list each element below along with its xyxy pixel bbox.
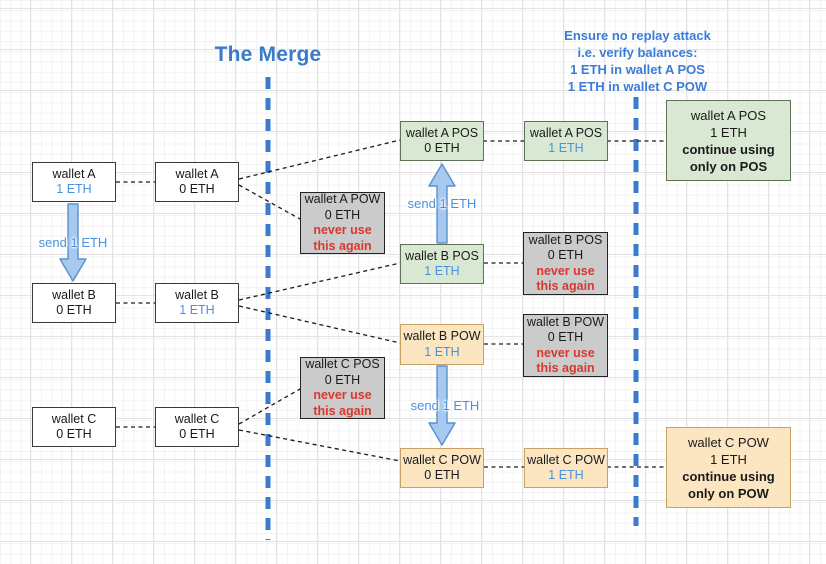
wallet-b-pos-after-send-box: wallet B POS 0 ETH never use this again [523, 232, 608, 295]
never-use-note: never use [313, 388, 372, 402]
wallet-name: wallet C POW [688, 434, 769, 450]
wallet-name: wallet C [51, 411, 97, 426]
wallet-name: wallet A POS [690, 107, 767, 123]
wallet-balance: 0 ETH [547, 248, 584, 262]
wallet-balance: 0 ETH [324, 207, 361, 222]
wallet-b-pow-box: wallet B POW 1 ETH [400, 324, 484, 365]
note-line: i.e. verify balances: [577, 45, 698, 60]
wallet-name: wallet A POW [304, 192, 381, 206]
wallet-name: wallet A POS [405, 125, 479, 140]
continue-note: continue using [682, 468, 775, 484]
wallet-name: wallet C [174, 411, 220, 426]
wallet-b-after-receive-box: wallet B 1 ETH [155, 283, 239, 323]
note-line: 1 ETH in wallet A POS [570, 62, 705, 77]
wallet-name: wallet C POW [527, 452, 605, 467]
wallet-a-pos-box: wallet A POS 0 ETH [400, 121, 484, 161]
wallet-a-pow-box: wallet A POW 0 ETH never use this again [300, 192, 385, 254]
wallet-name: wallet B POW [526, 314, 605, 329]
wallet-name: wallet A [175, 166, 219, 181]
wallet-a-after-send-box: wallet A 0 ETH [155, 162, 239, 202]
wallet-balance: 0 ETH [324, 372, 361, 387]
wallet-balance: 1 ETH [710, 124, 747, 140]
wallet-c-premerge-box: wallet C 0 ETH [155, 407, 239, 447]
never-use-note: never use [536, 345, 595, 360]
replay-attack-note: Ensure no replay attack i.e. verify bala… [545, 27, 730, 95]
wallet-name: wallet B POS [405, 248, 479, 263]
never-use-note: this again [313, 238, 372, 253]
send-label-bpos-to-apos: send 1 ETH [407, 196, 477, 211]
wallet-balance: 0 ETH [56, 303, 92, 317]
wallet-balance: 0 ETH [179, 182, 215, 196]
wallet-a-pos-after-receive-box: wallet A POS 1 ETH [524, 121, 608, 161]
wallet-balance: 1 ETH [710, 451, 747, 467]
wallet-name: wallet B POW [403, 329, 481, 343]
wallet-balance: 1 ETH [56, 182, 92, 196]
wallet-balance: 1 ETH [179, 303, 215, 317]
wallet-c-pow-final-box: wallet C POW 1 ETH continue using only o… [666, 427, 791, 508]
continue-note: continue using [682, 141, 775, 157]
wallet-name: wallet B [175, 287, 219, 302]
wallet-name: wallet C POW [403, 452, 481, 467]
continue-note: only on POS [689, 158, 768, 174]
wallet-c-initial-box: wallet C 0 ETH [32, 407, 116, 447]
wallet-balance: 1 ETH [548, 141, 584, 155]
wallet-c-pos-box: wallet C POS 0 ETH never use this again [300, 357, 385, 419]
never-use-note: this again [536, 279, 595, 293]
wallet-balance: 1 ETH [548, 468, 584, 482]
never-use-note: never use [313, 223, 372, 237]
wallet-balance: 0 ETH [547, 330, 584, 344]
wallet-b-pos-box: wallet B POS 1 ETH [400, 244, 484, 284]
wallet-balance: 0 ETH [179, 427, 215, 441]
wallet-name: wallet A [52, 166, 96, 181]
page-title: The Merge [214, 43, 322, 66]
note-line: 1 ETH in wallet C POW [567, 79, 708, 94]
wallet-balance: 1 ETH [424, 344, 460, 359]
wallet-c-pow-after-receive-box: wallet C POW 1 ETH [524, 448, 608, 488]
wallet-balance: 0 ETH [424, 141, 460, 155]
never-use-note: never use [536, 263, 595, 278]
wallet-name: wallet C POS [305, 357, 380, 371]
wallet-name: wallet A POS [529, 125, 603, 140]
wallet-a-initial-box: wallet A 1 ETH [32, 162, 116, 202]
wallet-name: wallet B [52, 287, 96, 302]
wallet-name: wallet B POS [528, 232, 603, 247]
note-line: Ensure no replay attack [564, 28, 711, 43]
wallet-c-pow-box: wallet C POW 0 ETH [400, 448, 484, 488]
wallet-balance: 0 ETH [56, 427, 92, 441]
wallet-b-initial-box: wallet B 0 ETH [32, 283, 116, 323]
wallet-b-pow-after-send-box: wallet B POW 0 ETH never use this again [523, 314, 608, 377]
wallet-balance: 1 ETH [424, 264, 460, 278]
wallet-a-pos-final-box: wallet A POS 1 ETH continue using only o… [666, 100, 791, 181]
wallet-balance: 0 ETH [424, 468, 460, 482]
continue-note: only on POW [688, 485, 769, 501]
never-use-note: this again [313, 403, 372, 418]
send-label-a-to-b: send 1 ETH [38, 235, 108, 250]
send-label-bpow-to-cpow: send 1 ETH [410, 398, 480, 413]
never-use-note: this again [536, 361, 595, 375]
